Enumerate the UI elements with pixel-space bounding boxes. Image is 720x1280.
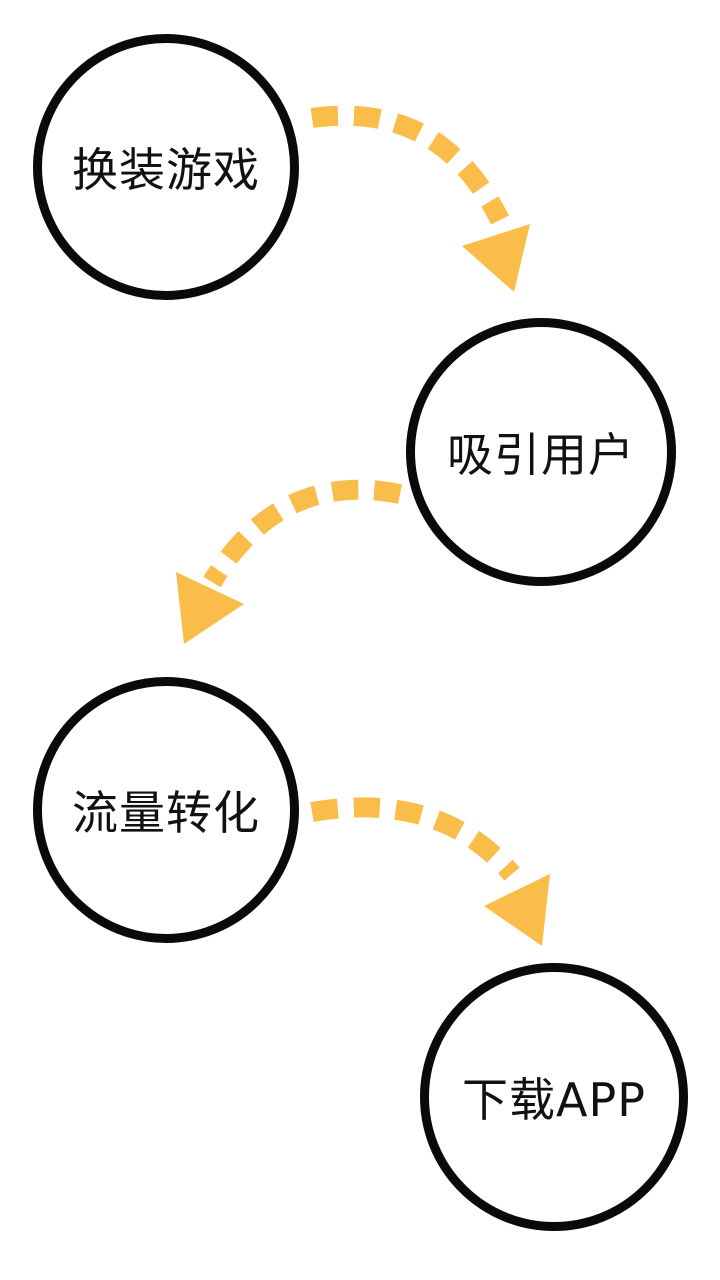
arrow-step1-to-step2-dashes — [310, 105, 509, 225]
arrow-step2-to-step3-dashes — [203, 479, 402, 588]
step-label-1: 换装游戏 — [72, 143, 260, 197]
arrow-step3-to-step4 — [310, 797, 550, 946]
step-label-3: 流量转化 — [72, 786, 260, 840]
step-node-4: 下载APP — [420, 963, 688, 1231]
arrow-step2-to-step3-head — [176, 572, 244, 644]
step-node-2: 吸引用户 — [406, 318, 676, 586]
arrow-step1-to-step2 — [310, 105, 530, 292]
arrow-step1-to-step2-head — [462, 224, 530, 292]
arrow-step3-to-step4-dashes — [310, 797, 520, 881]
step-node-1: 换装游戏 — [33, 34, 299, 300]
arrow-step3-to-step4-head — [484, 874, 550, 946]
arrow-step2-to-step3 — [176, 479, 402, 644]
step-label-4: 下载APP — [462, 1073, 646, 1127]
step-node-3: 流量转化 — [33, 677, 299, 943]
step-label-2: 吸引用户 — [447, 428, 635, 482]
